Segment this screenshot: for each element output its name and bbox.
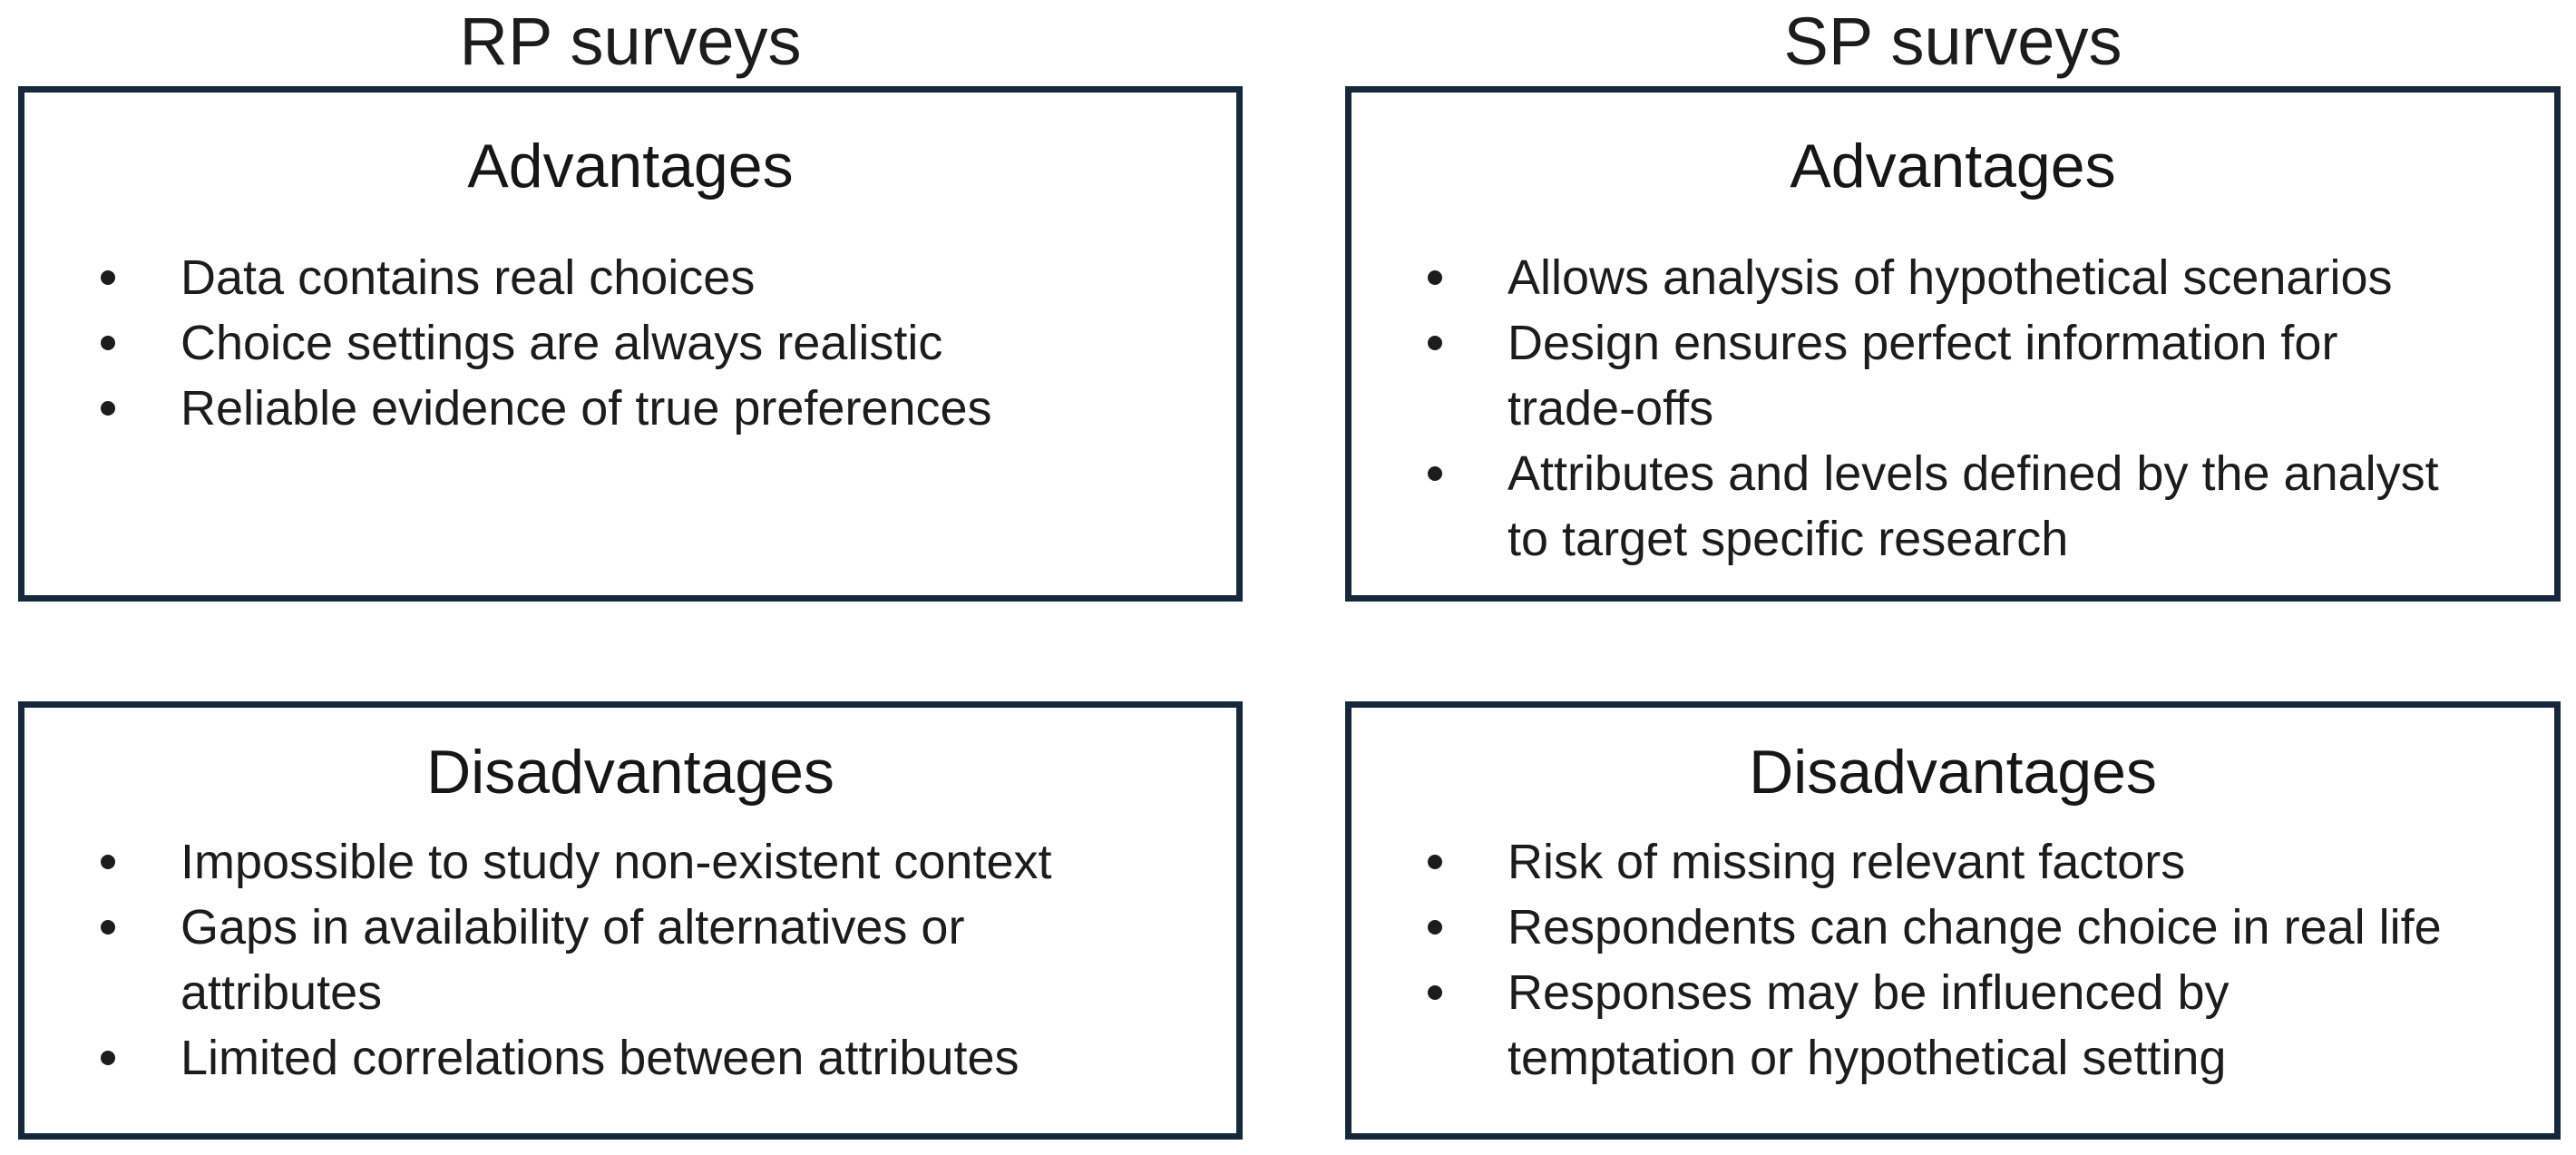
bullet-dot-icon (101, 270, 115, 285)
bullet-line: Reliable evidence of true preferences (181, 381, 992, 436)
bullet-dot-icon (1428, 855, 1442, 869)
bullet-dot-icon (101, 1051, 115, 1065)
bullet-line: attributes (181, 965, 383, 1020)
bullet-dot-icon (1428, 270, 1442, 285)
bullet-list: Risk of missing relevant factors Respond… (1351, 829, 2554, 1091)
bullet-line: Allows analysis of hypothetical scenario… (1508, 250, 2393, 305)
bullet-line: trade-offs (1508, 381, 1714, 436)
bullet-dot-icon (1428, 336, 1442, 350)
box-heading: Disadvantages (1749, 738, 2157, 807)
bullet-line: Limited correlations between attributes (181, 1031, 1020, 1085)
bullet-list: Allows analysis of hypothetical scenario… (1351, 245, 2554, 572)
rp-disadvantages-box: Disadvantages Impossible to study non-ex… (18, 701, 1243, 1140)
bullet-line: Respondents can change choice in real li… (1508, 900, 2442, 954)
box-heading: Disadvantages (426, 738, 834, 807)
bullet-line: Gaps in availability of alternatives or (181, 900, 965, 954)
rp-column-title: RP surveys (459, 4, 802, 79)
rp-advantages-box: Advantages Data contains real choices Ch… (18, 86, 1243, 602)
box-heading: Advantages (467, 132, 794, 201)
bullet-item: Responses may be influenced by temptatio… (1428, 960, 2527, 1091)
bullet-item: Reliable evidence of true preferences (101, 376, 1209, 441)
bullet-line: Choice settings are always realistic (181, 316, 943, 370)
bullet-item: Gaps in availability of alternatives or … (101, 895, 1209, 1025)
bullet-dot-icon (1428, 920, 1442, 935)
bullet-line: Risk of missing relevant factors (1508, 835, 2186, 889)
bullet-item: Attributes and levels defined by the ana… (1428, 441, 2527, 572)
bullet-list: Impossible to study non-existent context… (24, 829, 1236, 1091)
bullet-item: Limited correlations between attributes (101, 1025, 1209, 1091)
bullet-dot-icon (101, 855, 115, 869)
bullet-dot-icon (1428, 466, 1442, 481)
bullet-dot-icon (101, 336, 115, 350)
bullet-dot-icon (1428, 985, 1442, 1000)
bullet-item: Data contains real choices (101, 245, 1209, 310)
bullet-item: Impossible to study non-existent context (101, 829, 1209, 895)
bullet-line: Data contains real choices (181, 250, 756, 305)
bullet-line: Impossible to study non-existent context (181, 835, 1052, 889)
bullet-line: Attributes and levels defined by the ana… (1508, 446, 2439, 501)
box-heading: Advantages (1790, 132, 2116, 201)
bullet-dot-icon (101, 920, 115, 935)
sp-disadvantages-box: Disadvantages Risk of missing relevant f… (1345, 701, 2561, 1140)
bullet-item: Allows analysis of hypothetical scenario… (1428, 245, 2527, 310)
bullet-line: temptation or hypothetical setting (1508, 1031, 2227, 1085)
bullet-item: Design ensures perfect information for t… (1428, 310, 2527, 441)
bullet-item: Respondents can change choice in real li… (1428, 895, 2527, 960)
bullet-line: Responses may be influenced by (1508, 965, 2230, 1020)
bullet-line: to target specific research (1508, 512, 2069, 566)
sp-advantages-box: Advantages Allows analysis of hypothetic… (1345, 86, 2561, 602)
bullet-item: Risk of missing relevant factors (1428, 829, 2527, 895)
bullet-line: Design ensures perfect information for (1508, 316, 2338, 370)
sp-column-title: SP surveys (1783, 4, 2122, 79)
bullet-list: Data contains real choices Choice settin… (24, 245, 1236, 441)
bullet-dot-icon (101, 401, 115, 416)
bullet-item: Choice settings are always realistic (101, 310, 1209, 376)
